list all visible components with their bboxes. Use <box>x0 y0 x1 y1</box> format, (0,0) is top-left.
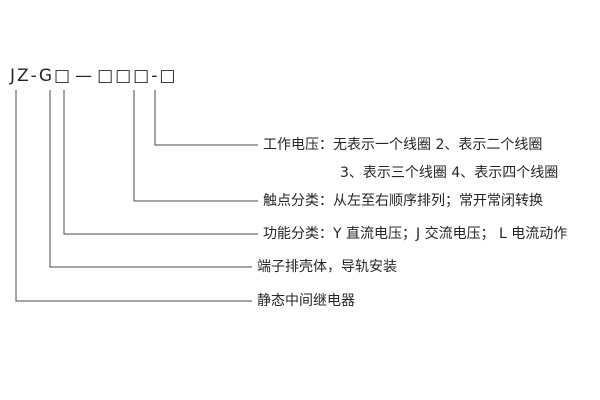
code-part-dash2: — <box>75 66 95 86</box>
code-part-box2: □ <box>159 66 178 86</box>
code-part-g: G <box>38 66 54 86</box>
label-working-voltage-line2: 3、表示三个线圈 4、表示四个线圈 <box>340 165 559 181</box>
code-part-dash1: - <box>30 66 39 86</box>
code-part-box-group: □□□ <box>97 66 152 86</box>
line-housing <box>49 90 252 268</box>
line-contact-class <box>133 90 258 202</box>
label-function-class: 功能分类：Y 直流电压；J 交流电压； L 电流动作 <box>263 226 568 242</box>
label-contact-class: 触点分类：从左至右顺序排列；常开常闭转换 <box>263 193 543 209</box>
model-code: JZ - G □ — □□□ - □ <box>10 66 177 86</box>
code-part-jz: JZ <box>10 66 31 86</box>
label-working-voltage-line1: 工作电压：无表示一个线圈 2、表示二个线圈 <box>263 137 543 153</box>
code-part-dash3: - <box>151 66 160 86</box>
label-relay-type: 静态中间继电器 <box>257 293 355 309</box>
label-housing: 端子排壳体，导轨安装 <box>257 259 397 275</box>
code-part-box1: □ <box>54 66 73 86</box>
line-working-voltage <box>154 90 258 146</box>
line-relay-type <box>15 90 252 302</box>
line-function-class <box>63 90 258 235</box>
